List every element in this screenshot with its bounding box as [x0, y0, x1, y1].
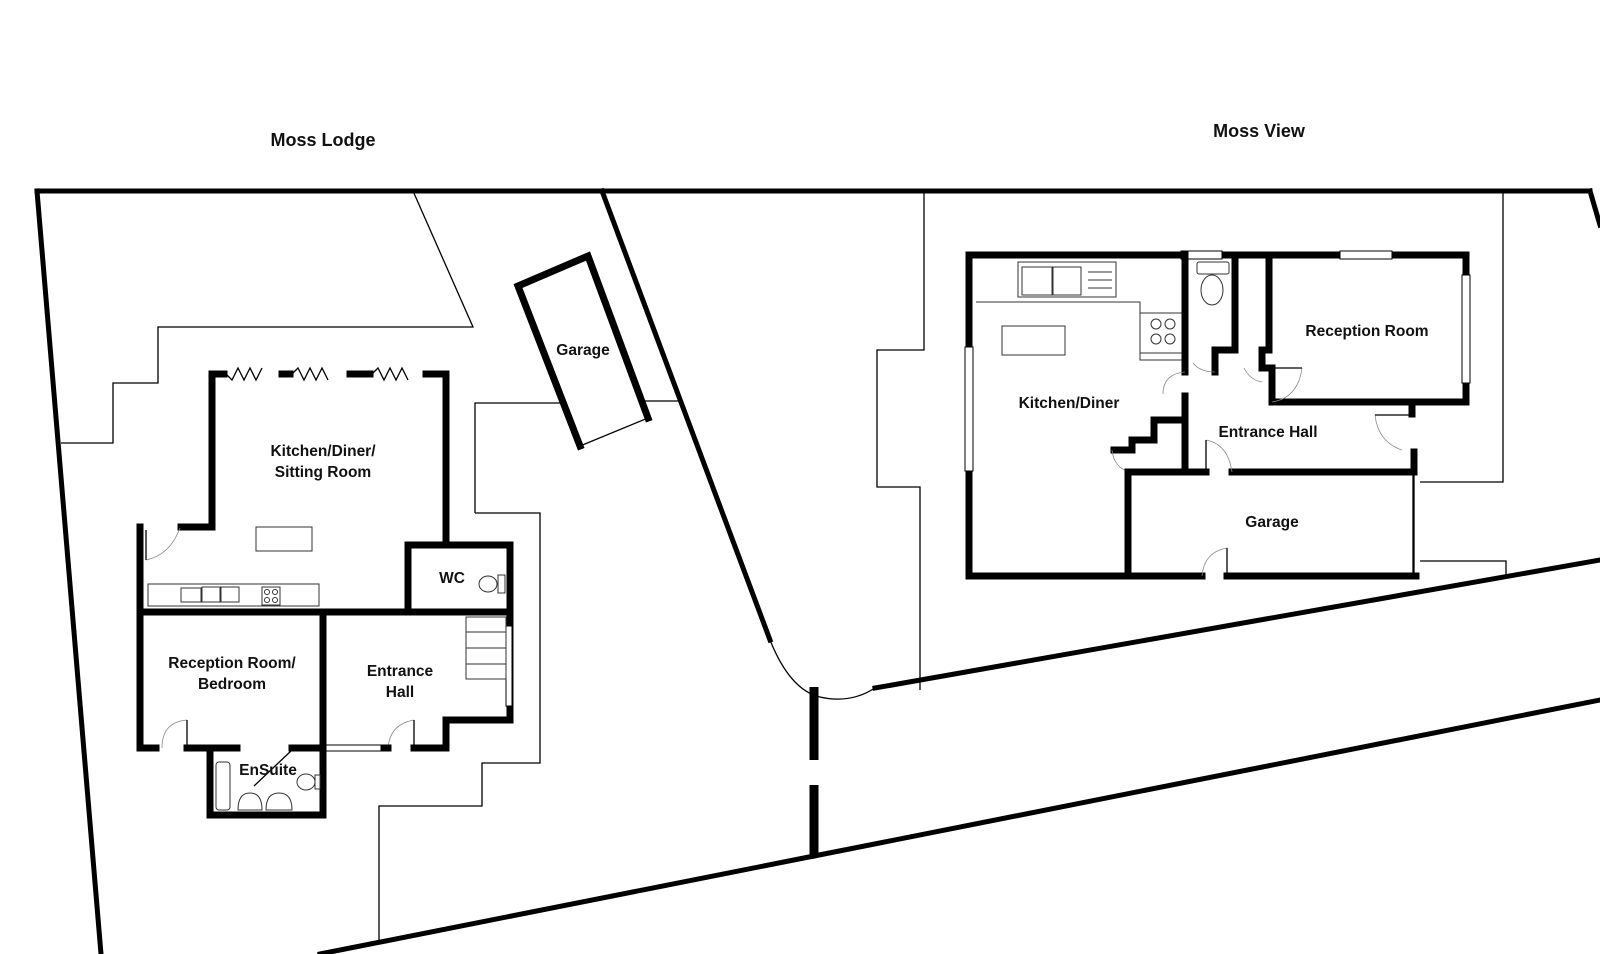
moss-lodge-house: Kitchen/Diner/ Sitting Room WC Reception…	[136, 366, 514, 819]
property-title-moss-lodge: Moss Lodge	[270, 130, 375, 150]
moss-view-house: Kitchen/Diner Reception Room Entrance Ha…	[964, 250, 1471, 580]
room-label-kitchen-diner-sitting-line1: Kitchen/Diner/	[270, 443, 376, 460]
room-label-entrance-hall-lodge-line1: Entrance	[367, 663, 434, 680]
room-label-garage-view: Garage	[1245, 514, 1299, 531]
room-label-kitchen-diner-view: Kitchen/Diner	[1019, 395, 1120, 412]
moss-view-garden-lines	[876, 191, 1507, 690]
room-label-reception-bedroom-line2: Bedroom	[198, 676, 266, 693]
room-label-reception-room-view: Reception Room	[1305, 323, 1428, 340]
room-label-ensuite: EnSuite	[239, 762, 297, 779]
moss-lodge-garden-lines	[61, 190, 678, 944]
moss-lodge-garage: Garage	[513, 251, 653, 451]
room-label-entrance-hall-view: Entrance Hall	[1218, 424, 1317, 441]
room-label-garage-lodge: Garage	[556, 342, 610, 359]
site-boundary	[34, 187, 1600, 954]
room-label-entrance-hall-lodge-line2: Hall	[386, 684, 414, 701]
room-label-wc-lodge: WC	[439, 570, 465, 587]
room-label-reception-bedroom-line1: Reception Room/	[168, 655, 296, 672]
property-title-moss-view: Moss View	[1213, 121, 1306, 141]
room-label-kitchen-diner-sitting-line2: Sitting Room	[275, 464, 371, 481]
